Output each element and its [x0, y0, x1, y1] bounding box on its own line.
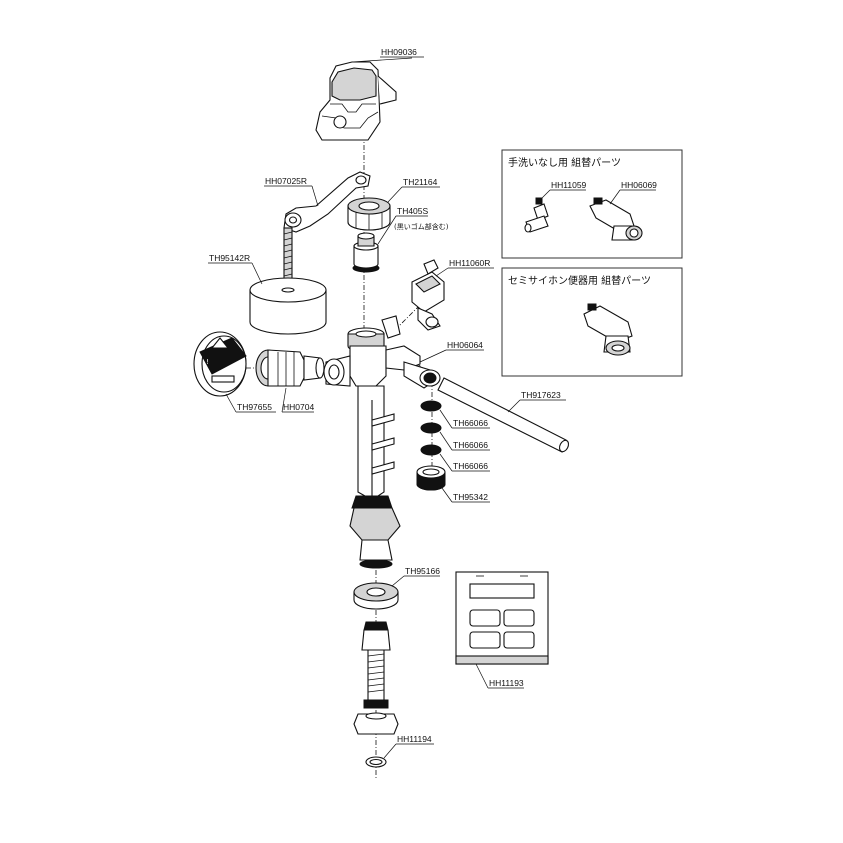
part-flex-hose: [353, 621, 399, 735]
label-th21164: TH21164: [403, 177, 438, 187]
leader-hh09036: [351, 57, 413, 63]
leader-th66066-b: [439, 431, 453, 451]
part-th66066-washer-b: [420, 422, 442, 434]
part-hh11060r-valve: [411, 259, 445, 331]
label-hh09036: HH09036: [381, 47, 417, 57]
part-siphon-elbow: [583, 303, 633, 356]
box-handwash-parts: 手洗いなし用 組替パーツ HH11059 HH06069: [501, 149, 683, 259]
part-hh11059: [524, 197, 549, 233]
part-hh06069: [589, 197, 643, 241]
part-main-body: [323, 315, 421, 569]
leader-hh11059: [539, 189, 551, 201]
box-siphon-parts: セミサイホン便器用 組替パーツ: [501, 267, 683, 377]
label-hh11059: HH11059: [551, 180, 587, 190]
box-handwash-title: 手洗いなし用 組替パーツ: [508, 156, 621, 169]
leader-th21164: [387, 186, 403, 203]
label-th97655: TH97655: [237, 402, 272, 412]
label-hh06069: HH06069: [621, 180, 657, 190]
part-th97655-handle: !: [193, 331, 247, 397]
leader-hh11193: [475, 663, 489, 689]
part-hh06064-elbow: [403, 361, 441, 389]
svg-text:!: !: [206, 358, 209, 366]
label-hh11193: HH11193: [489, 678, 524, 688]
part-th95166-gasket: [353, 582, 399, 610]
leader-hh07025r: [311, 185, 319, 207]
leader-th66066-c: [439, 453, 453, 472]
label-th95166: TH95166: [405, 566, 440, 576]
part-hh11194-oring: [365, 756, 387, 768]
leader-hh06064: [419, 349, 447, 363]
leader-th97655: [225, 393, 237, 413]
valve-axis: [394, 299, 426, 331]
leader-th95166: [391, 575, 405, 587]
leader-hh0704: [281, 387, 287, 413]
label-th95342: TH95342: [453, 492, 488, 502]
part-th95142r-float: [249, 227, 327, 335]
part-th21164-nut: [347, 197, 391, 231]
part-th917623-pipe: [437, 377, 570, 453]
label-th66066-a: TH66066: [453, 418, 488, 428]
label-hh07025r: HH07025R: [265, 176, 307, 186]
label-hh06064: HH06064: [447, 340, 483, 350]
leader-th405s: [377, 215, 397, 245]
part-hh11193-sheet: [455, 571, 549, 665]
leader-hh06069: [609, 189, 621, 205]
leader-th95142r: [251, 262, 263, 285]
leader-hh11060r: [435, 267, 449, 277]
label-th66066-c: TH66066: [453, 461, 488, 471]
label-hh11194: HH11194: [397, 734, 432, 744]
part-th95342-nut: [416, 465, 446, 491]
part-hh0704-mechanism: [255, 349, 325, 387]
leader-th95342: [441, 487, 453, 503]
label-th95142r: TH95142R: [209, 253, 250, 263]
label-hh0704: HH0704: [283, 402, 314, 412]
box-siphon-title: セミサイホン便器用 組替パーツ: [508, 274, 651, 287]
leader-th66066-a: [439, 409, 453, 429]
label-th66066-b: TH66066: [453, 440, 488, 450]
part-th66066-washer-a: [420, 400, 442, 412]
label-th405s-note: (黒いゴム部含む): [394, 222, 449, 231]
part-th405s-cap: [352, 232, 380, 273]
label-hh11060r: HH11060R: [449, 258, 490, 268]
leader-th917623: [507, 399, 521, 413]
part-hh09036-cover: [315, 61, 397, 141]
leader-hh11194: [383, 743, 397, 759]
label-th917623: TH917623: [521, 390, 561, 400]
part-hh07025r-lever: [283, 171, 371, 233]
part-th66066-washer-c: [420, 444, 442, 456]
label-th405s: TH405S: [397, 206, 429, 216]
